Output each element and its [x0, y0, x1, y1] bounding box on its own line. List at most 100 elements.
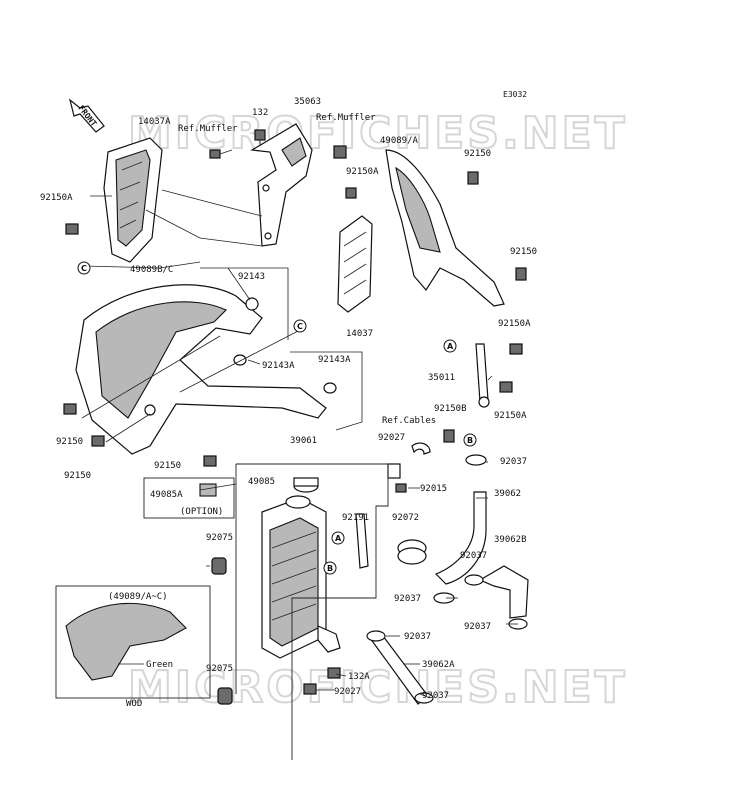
callout-c-2: C: [293, 319, 307, 333]
clamp-92037-b: [464, 574, 484, 586]
option-box: [143, 477, 235, 519]
svg-text:B: B: [467, 436, 473, 445]
svg-text:A: A: [335, 534, 342, 543]
label-92150a-l: 92150A: [40, 193, 73, 203]
label-ref-muffler-2: Ref.Muffler: [316, 113, 376, 123]
label-92150a-m: 92150A: [346, 167, 379, 177]
label-92015: 92015: [420, 484, 447, 494]
hose-39062: [434, 491, 487, 585]
label-ref-cables: Ref.Cables: [382, 416, 436, 426]
bolt-92150a-mid: [345, 187, 357, 199]
label-14037: 14037: [346, 329, 373, 339]
radiator-39061: [261, 495, 341, 659]
label-35011: 35011: [428, 373, 455, 383]
label-option: (OPTION): [180, 507, 223, 517]
svg-text:C: C: [297, 322, 303, 331]
label-92150a-r: 92150A: [498, 319, 531, 329]
bolt-92150a-right: [509, 343, 523, 355]
label-92150-l1: 92150: [56, 437, 83, 447]
label-35063: 35063: [294, 97, 321, 107]
stay-35011: [475, 343, 490, 408]
label-92037-e: 92037: [404, 632, 431, 642]
bolt-132a: [327, 667, 341, 679]
clamp-92072: [397, 539, 427, 565]
label-wod: WOD: [126, 699, 142, 709]
label-92150b: 92150B: [434, 404, 467, 414]
label-92143: 92143: [238, 272, 265, 282]
washer-shroud: [144, 404, 156, 416]
bolt-92150-l3: [203, 455, 217, 467]
fitting-92027-a: [387, 463, 401, 479]
callout-b-2: B: [323, 561, 337, 575]
label-92037-b: 92037: [460, 551, 487, 561]
label-49089bc: 49089B/C: [130, 265, 173, 275]
diagram-code: E3032: [503, 90, 527, 99]
watermark-bottom: MICROFICHES.NET: [128, 662, 628, 713]
bolt-92150-l1: [63, 403, 77, 415]
label-39062a: 39062A: [422, 660, 455, 670]
bolt-92150b: [443, 429, 455, 443]
label-92037-c: 92037: [394, 594, 421, 604]
clamp-92037-a: [465, 454, 487, 466]
label-39062: 39062: [494, 489, 521, 499]
cable-clip: [411, 442, 431, 455]
bolt-92150-right: [515, 267, 527, 281]
label-132: 132: [252, 108, 268, 118]
label-92143a-b: 92143A: [318, 355, 351, 365]
label-inset-ref: (49089/A~C): [108, 592, 168, 602]
grommet-92075-a: [211, 557, 227, 575]
callout-a-2: A: [331, 531, 345, 545]
radiator-shroud-49089a: [385, 149, 505, 307]
bolt-ref-muffler-right: [333, 145, 347, 159]
radiator-grille-14037: [337, 215, 373, 313]
label-49085: 49085: [248, 477, 275, 487]
label-92150-l2: 92150: [64, 471, 91, 481]
label-92150a-r2: 92150A: [494, 411, 527, 421]
label-14037a: 14037A: [138, 117, 171, 127]
callout-c-1: C: [77, 261, 91, 275]
bolt-92150-l2: [91, 435, 105, 447]
callout-a-1: A: [443, 339, 457, 353]
label-92143a-a: 92143A: [262, 361, 295, 371]
hose-92191: [355, 513, 369, 569]
label-39062b: 39062B: [494, 535, 527, 545]
radiator-shroud-14037a: [103, 137, 163, 263]
grommet-92075-b: [217, 687, 233, 705]
label-92037-d: 92037: [464, 622, 491, 632]
grommet-92143a-b: [323, 382, 337, 394]
clip-92015: [395, 483, 407, 493]
callout-b-1: B: [463, 433, 477, 447]
clamp-92037-e: [366, 630, 386, 642]
label-49085a: 49085A: [150, 490, 183, 500]
bolt-ref-muffler-left: [209, 149, 233, 159]
label-green: Green: [146, 660, 173, 670]
bolt-92150a-left: [65, 223, 79, 235]
hose-39062b: [478, 565, 529, 619]
label-92150-r: 92150: [510, 247, 537, 257]
label-92150-tr: 92150: [464, 149, 491, 159]
inset-49089-variants: [55, 585, 211, 699]
label-92037-f: 92037: [422, 691, 449, 701]
bolt-92150a-r2: [499, 381, 513, 393]
grommet-92143: [245, 297, 259, 311]
label-92027-a: 92027: [378, 433, 405, 443]
bolt-92150-top-right: [467, 171, 479, 185]
label-92150-l3: 92150: [154, 461, 181, 471]
label-39061: 39061: [290, 436, 317, 446]
front-arrow-icon: FRONT: [68, 98, 105, 133]
label-92037-a: 92037: [500, 457, 527, 467]
svg-text:B: B: [327, 564, 333, 573]
clamp-92037-f: [414, 692, 434, 704]
label-92027-b: 92027: [334, 687, 361, 697]
radiator-cap-49085: [293, 477, 319, 493]
svg-text:A: A: [447, 342, 454, 351]
radiator-shroud-49089bc: [75, 284, 327, 455]
label-92075-a: 92075: [206, 533, 233, 543]
bracket-35063: [250, 123, 313, 247]
label-ref-muffler-1: Ref.Muffler: [178, 124, 238, 134]
label-92191: 92191: [342, 513, 369, 523]
label-132a: 132A: [348, 672, 370, 682]
bolt-92027-b: [303, 683, 317, 695]
label-49089a: 49089/A: [380, 136, 419, 146]
